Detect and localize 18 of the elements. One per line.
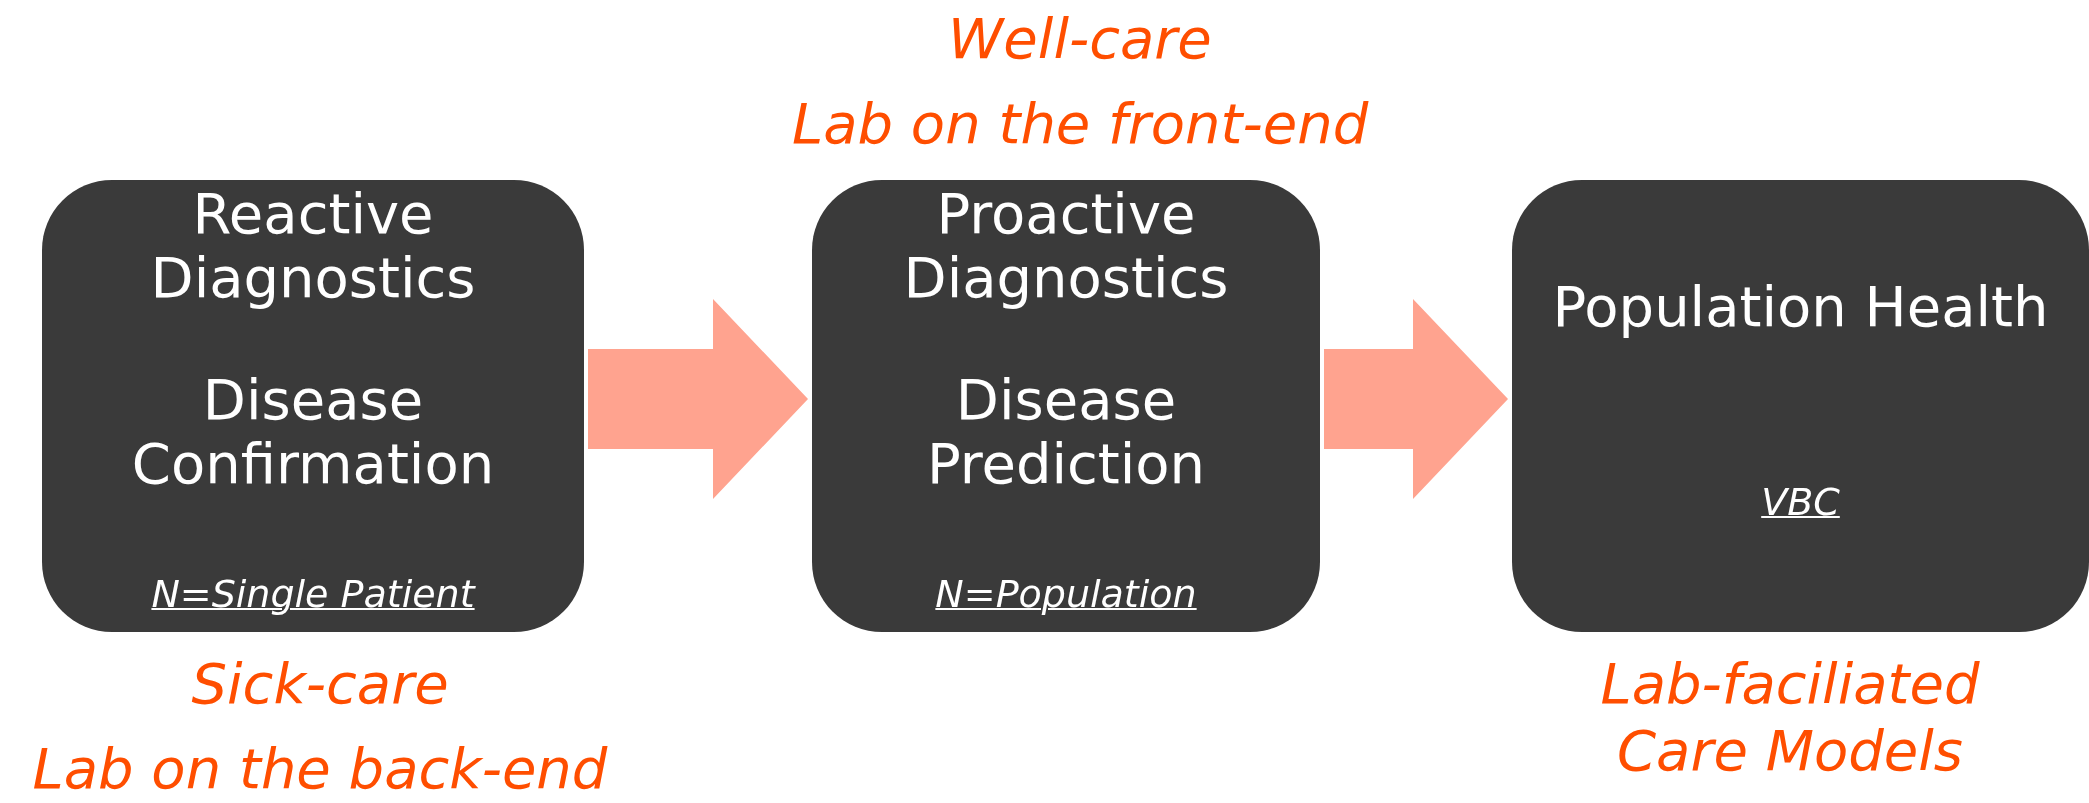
- box-text: Population Health: [1551, 275, 2050, 340]
- note-text: N=Single Patient: [150, 572, 477, 616]
- note-text: VBC: [1760, 480, 1841, 524]
- box-text: Disease Prediction: [925, 368, 1207, 497]
- block-arrow: [588, 299, 808, 499]
- annotation-text: Well-care: [948, 5, 1212, 73]
- process-box: [812, 180, 1320, 632]
- annotation-text: Lab on the back-end: [32, 735, 608, 803]
- annotation-text: Lab on the front-end: [792, 90, 1369, 158]
- process-box: [1512, 180, 2089, 632]
- note-text: N=Population: [934, 572, 1198, 616]
- box-text: Disease Confirmation: [130, 368, 496, 497]
- process-box: [42, 180, 584, 632]
- block-arrow: [1324, 299, 1508, 499]
- annotation-text: Sick-care: [191, 650, 449, 718]
- box-text: Reactive Diagnostics: [149, 182, 477, 311]
- annotation-text: Lab-faciliated Care Models: [1599, 650, 1981, 785]
- box-text: Proactive Diagnostics: [902, 182, 1230, 311]
